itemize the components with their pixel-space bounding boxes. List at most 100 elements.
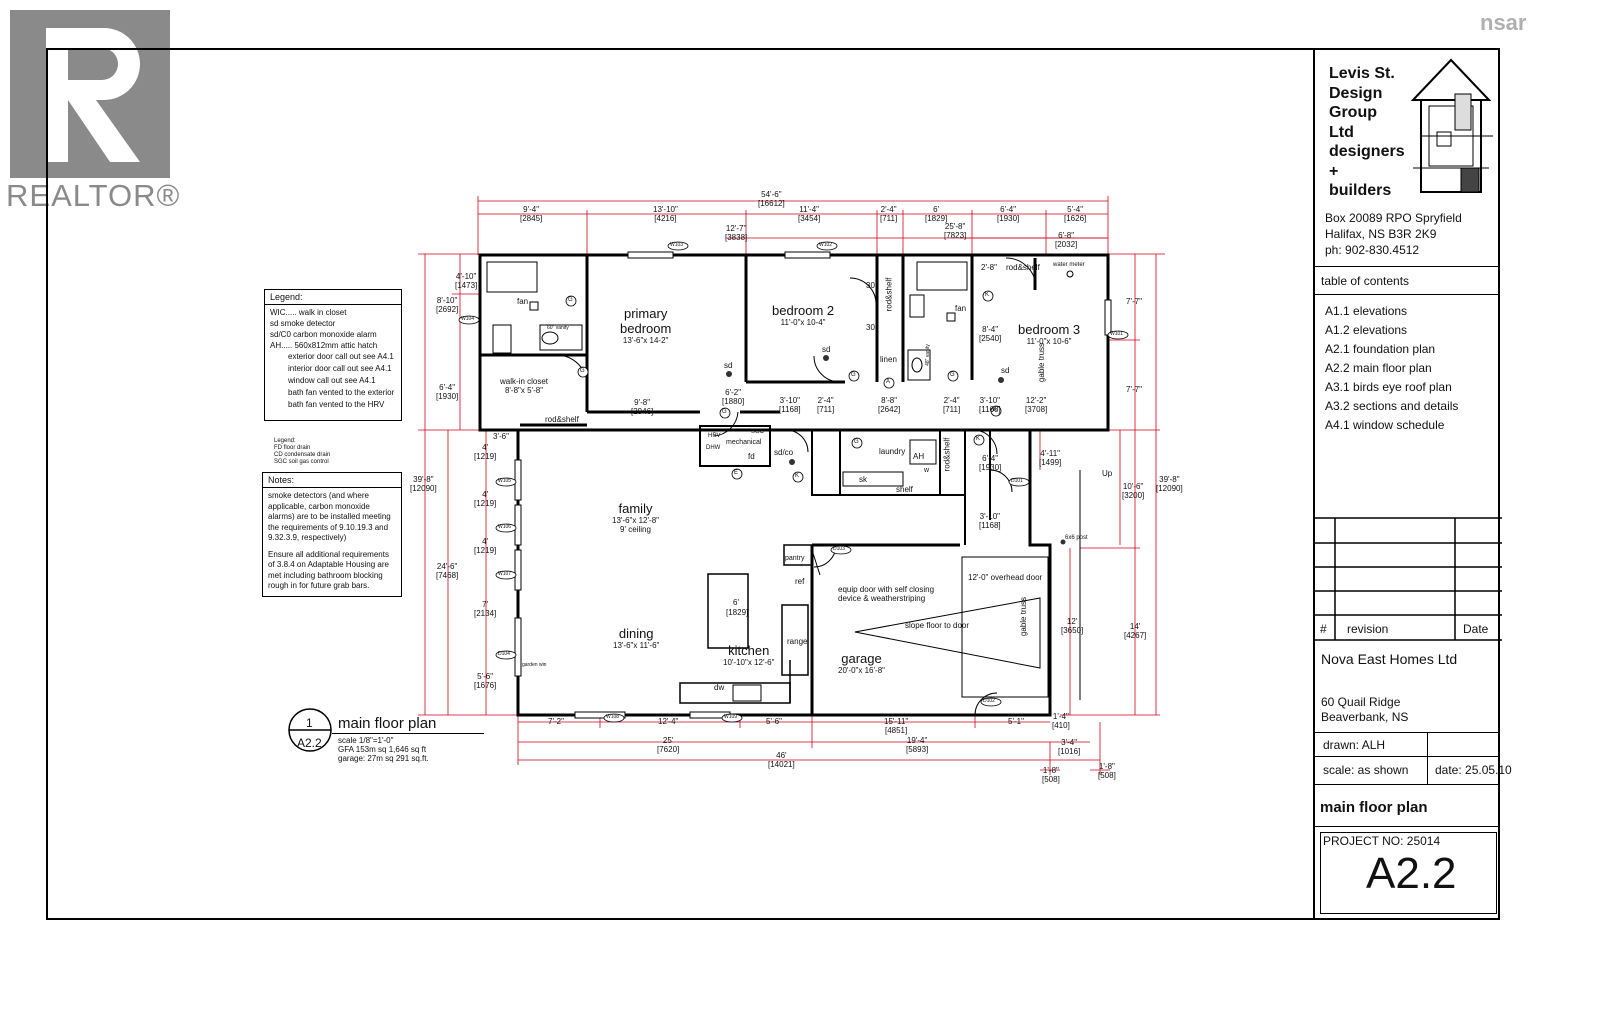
- dim-right: 4'-11"[1499]: [1039, 449, 1062, 467]
- revision-date-label: Date: [1463, 622, 1489, 636]
- toc-list: A1.1 elevations A1.2 elevations A2.1 fou…: [1325, 302, 1458, 435]
- tag-w107: W107: [498, 571, 512, 577]
- dim-mid: 3'-10"[1168]: [779, 396, 801, 414]
- dim-top: 2'-4"[711]: [880, 205, 898, 223]
- label-washer: w: [924, 467, 930, 474]
- notes-para-2: Ensure all additional requirements of 3.…: [268, 549, 389, 591]
- room-laundry: laundry: [879, 447, 906, 456]
- small-legend: Legend: FD floor drain CD condensate dra…: [274, 438, 331, 465]
- dim-left: 6'-4"[1930]: [436, 383, 459, 401]
- project-number: PROJECT NO: 25014: [1323, 834, 1441, 848]
- label-post: 6x6 post: [1065, 535, 1088, 541]
- drawn-by: drawn: ALH: [1323, 738, 1386, 752]
- toc-item: A2.1 foundation plan: [1325, 342, 1436, 356]
- dim-bottom: 5'-1": [1008, 717, 1024, 726]
- dim-top: 6'-8"[2032]: [1055, 231, 1078, 249]
- plan-title: 1 A2.2 main floor plan scale 1/8"=1'-0" …: [284, 706, 494, 766]
- notes-box: Notes: smoke detectors (and where applic…: [262, 472, 402, 597]
- floor-plan: [418, 196, 1165, 775]
- smoke-detectors: [726, 355, 1066, 545]
- revision-hash: #: [1320, 622, 1327, 636]
- tags-and-markers: [458, 241, 1129, 723]
- dim-bottom: 1'-8"[508]: [1098, 762, 1116, 780]
- tag-k: K: [795, 473, 800, 479]
- tag-d101: D101: [1011, 478, 1023, 484]
- label-dhw: DHW: [706, 445, 721, 451]
- dim-top: 6'[1829]: [925, 205, 948, 223]
- toc-item: A4.1 window schedule: [1325, 418, 1445, 432]
- tag-d103: D103: [833, 546, 845, 552]
- site-address: 60 Quail Ridge Beaverbank, NS: [1321, 695, 1409, 724]
- label-gable-truss: gable truss: [1037, 342, 1047, 383]
- dim-mid: 8'-8"[2642]: [878, 396, 901, 414]
- label-closet-30: 30: [866, 323, 875, 332]
- toc-item: A1.2 elevations: [1325, 323, 1408, 337]
- windows: [514, 251, 1112, 719]
- room-dining: dining 13'-6"x 11'-6": [613, 626, 660, 650]
- dim-bottom: 25'[7620]: [657, 736, 680, 754]
- tag-g: G: [568, 297, 573, 303]
- dim-top: 5'-4"[1626]: [1064, 205, 1087, 223]
- room-bedroom-2: bedroom 2 11'-0"x 10-4": [772, 303, 835, 327]
- toc-item: A3.2 sections and details: [1325, 399, 1459, 413]
- nsar-logo: nsar: [1480, 10, 1527, 35]
- detail-callout-icon: [288, 708, 332, 752]
- tag-d102: D102: [983, 698, 995, 704]
- legend-item: AH..... 560x812mm attic hatch: [270, 341, 378, 350]
- legend-item: sd smoke detector: [270, 319, 336, 328]
- dim-left: 24'-6"[7468]: [436, 562, 459, 580]
- legend-item: sd/C0 carbon monoxide alarm: [270, 330, 377, 339]
- realtor-r-icon: [10, 10, 170, 178]
- label-sgc: SGC: [751, 429, 765, 435]
- dim-mid: 9'-8"[2946]: [631, 398, 654, 416]
- tag-g: G: [580, 368, 585, 374]
- label-gable-truss: gable truss: [1019, 596, 1029, 637]
- dim-left: 3'-6": [493, 432, 509, 441]
- dim-right: 39'-8"[12090]: [1156, 475, 1183, 493]
- dim-mid: 2'-8": [981, 263, 997, 272]
- sheet-title: main floor plan: [1320, 799, 1428, 816]
- toc-item: A1.1 elevations: [1325, 304, 1408, 318]
- notes-para-1: smoke detectors (and where applicable, c…: [268, 491, 391, 542]
- label-island: 6': [733, 598, 739, 607]
- room-mechanical: mechanical: [726, 439, 762, 446]
- label-sd: sd: [1001, 366, 1010, 375]
- label-vanity: 60" vanity: [547, 325, 569, 331]
- dim-bottom: 7'-2": [548, 717, 564, 726]
- room-family: family 13'-6"x 12'-8" 9' ceiling: [612, 501, 659, 534]
- label-rod-shelf: rod&shelf: [1006, 263, 1040, 272]
- room-kitchen: kitchen 10'-10"x 12'-6": [723, 643, 775, 667]
- tag-w105: W105: [498, 478, 512, 484]
- client-name: Nova East Homes Ltd: [1321, 651, 1458, 667]
- tag-k: K: [993, 407, 998, 413]
- toc-item: A3.1 birds eye roof plan: [1325, 380, 1452, 394]
- plan-title-notes: scale 1/8"=1'-0" GFA 153m sq 1,646 sq ft…: [338, 736, 429, 763]
- tag-w103: W103: [670, 242, 684, 248]
- tag-k: K: [985, 292, 990, 298]
- legend-box: Legend: WIC..... walk in closet sd smoke…: [264, 289, 402, 421]
- dim-left: 4'[1219]: [474, 443, 497, 461]
- label-fd: fd: [748, 452, 755, 461]
- label-ah: AH: [913, 452, 925, 461]
- label-sd: sd: [724, 361, 733, 370]
- tag-w106: W106: [498, 524, 512, 530]
- sheet-number: A2.2: [1366, 849, 1457, 898]
- dim-top: 9'-4"[2845]: [520, 205, 543, 223]
- tag-w102: W102: [819, 242, 833, 248]
- dim-right: 12'[3650]: [1061, 617, 1084, 635]
- label-fan: fan: [955, 304, 967, 313]
- dim-left: 4'[1219]: [474, 537, 497, 555]
- legend-item: exterior door call out see A4.1: [288, 352, 394, 361]
- label-sk: sk: [859, 475, 867, 484]
- dim-bottom: 46'[14021]: [768, 751, 795, 769]
- label-island-mm: [1829]: [726, 608, 749, 617]
- dim-left: 4'[1219]: [474, 490, 497, 508]
- label-vanity-48: 48" vanity: [924, 344, 931, 366]
- label-garden-window: garden win: [522, 662, 547, 668]
- dim-top: 11'-4"[3454]: [798, 205, 821, 223]
- label-ref: ref: [795, 577, 805, 586]
- tag-a: A: [886, 379, 891, 385]
- room-pantry: pantry: [785, 555, 805, 562]
- walls: [478, 253, 1110, 717]
- legend-title: Legend:: [265, 290, 401, 305]
